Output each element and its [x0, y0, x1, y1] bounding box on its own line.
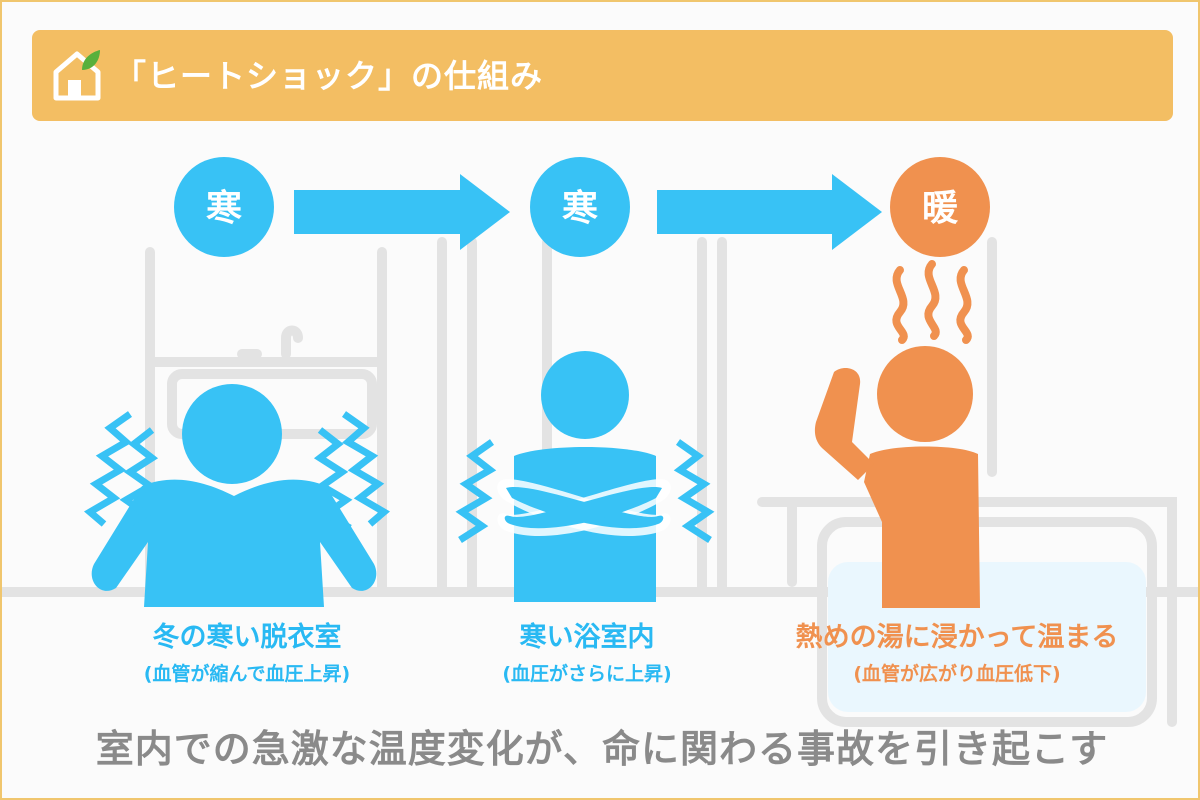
arrow-2-icon — [657, 174, 882, 250]
step-2-subtitle: (血圧がさらに上昇) — [442, 660, 732, 688]
step-3-subtitle: (血管が広がり血圧低下) — [747, 660, 1167, 688]
heat-waves-icon — [896, 264, 967, 340]
step-1-subtitle: (血管が縮んで血圧上昇) — [77, 660, 417, 688]
badge-label: 寒 — [562, 188, 598, 229]
step-badge-1: 寒 — [174, 157, 274, 257]
step-2-title: 寒い浴室内 — [442, 620, 732, 656]
footer-message: 室内での急激な温度変化が、命に関わる事故を引き起こす — [2, 724, 1200, 774]
badge-label: 暖 — [922, 188, 959, 229]
badge-label: 寒 — [206, 188, 242, 229]
step-badge-3: 暖 — [890, 157, 990, 257]
person-arms-crossed-shivering-icon — [497, 351, 671, 602]
step-1-title: 冬の寒い脱衣室 — [77, 620, 417, 656]
step-3-title: 熱めの湯に浸かって温まる — [747, 620, 1167, 656]
arrow-1-icon — [294, 174, 510, 250]
step-badge-2: 寒 — [530, 157, 630, 257]
